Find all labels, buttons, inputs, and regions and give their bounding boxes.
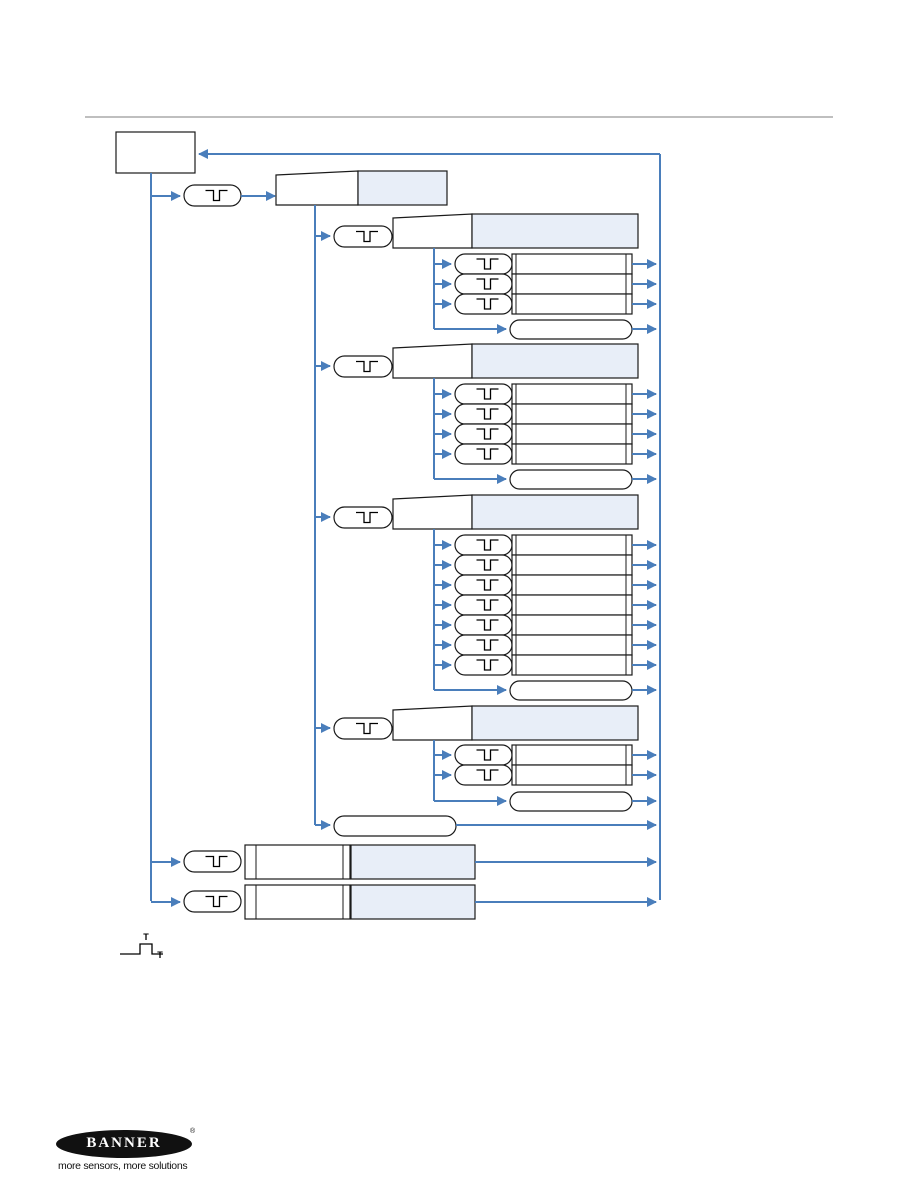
push-button-pill xyxy=(454,383,513,405)
menu-l1-label-area xyxy=(244,844,351,880)
legend-timing-label-top: T xyxy=(143,932,149,942)
button-pulse-icon xyxy=(476,639,499,651)
push-button-pill xyxy=(454,614,513,636)
button-pulse-icon xyxy=(356,511,378,524)
menu-l2-label-area xyxy=(392,705,473,741)
option-row xyxy=(511,574,633,596)
push-button-pill xyxy=(454,654,513,676)
option-row xyxy=(511,614,633,636)
option-row xyxy=(511,293,633,315)
option-row xyxy=(511,403,633,425)
button-pulse-icon xyxy=(476,749,499,761)
button-pulse-icon xyxy=(476,619,499,631)
push-button-pill xyxy=(333,225,393,248)
back-option-pill xyxy=(509,680,633,701)
push-button-pill xyxy=(454,574,513,596)
option-row xyxy=(511,534,633,556)
option-row xyxy=(511,764,633,786)
push-button-pill xyxy=(454,764,513,786)
banner-logo-wordmark: BANNER xyxy=(86,1135,162,1151)
menu-l1-display-area xyxy=(357,170,448,206)
menu-l2-label-area xyxy=(392,213,473,249)
push-button-pill xyxy=(454,634,513,656)
banner-logo-oval xyxy=(56,1130,192,1158)
menu-l2-display-area xyxy=(471,494,639,530)
menu-l2-label-area xyxy=(392,343,473,379)
button-pulse-icon xyxy=(476,258,499,270)
push-button-pill xyxy=(454,534,513,556)
button-pulse-icon xyxy=(476,298,499,310)
menu-l1-display-area xyxy=(350,884,476,920)
push-button-pill xyxy=(183,850,242,873)
exit-pill xyxy=(333,815,457,837)
button-pulse-icon xyxy=(476,769,499,781)
button-pulse-icon xyxy=(476,599,499,611)
menu-l1-display-area xyxy=(350,844,476,880)
push-button-pill xyxy=(454,594,513,616)
option-row xyxy=(511,253,633,275)
button-pulse-icon xyxy=(205,855,228,868)
push-button-pill xyxy=(454,273,513,295)
option-row xyxy=(511,554,633,576)
legend-timing-label-bottom: T xyxy=(157,950,163,960)
button-pulse-icon xyxy=(476,659,499,671)
push-button-pill xyxy=(183,184,242,207)
menu-l2-display-area xyxy=(471,343,639,379)
menu-l1-label-area xyxy=(275,170,359,206)
legend-pulse-icon xyxy=(120,943,163,955)
push-button-pill xyxy=(454,293,513,315)
push-button-pill xyxy=(333,717,393,740)
menu-l1-label-area xyxy=(244,884,351,920)
button-pulse-icon xyxy=(476,408,499,420)
button-pulse-icon xyxy=(205,895,228,908)
push-button-pill xyxy=(333,506,393,529)
button-pulse-icon xyxy=(356,360,378,373)
back-option-pill xyxy=(509,469,633,490)
menu-l2-display-area xyxy=(471,213,639,249)
option-row xyxy=(511,594,633,616)
button-pulse-icon xyxy=(476,448,499,460)
push-button-pill xyxy=(454,744,513,766)
option-row xyxy=(511,634,633,656)
option-row xyxy=(511,654,633,676)
back-option-pill xyxy=(509,319,633,340)
button-pulse-icon xyxy=(476,278,499,290)
banner-tagline: more sensors, more solutions xyxy=(58,1160,188,1172)
menu-l2-display-area xyxy=(471,705,639,741)
button-pulse-icon xyxy=(476,388,499,400)
back-option-pill xyxy=(509,791,633,812)
push-button-pill xyxy=(454,253,513,275)
banner-logo: BANNER ® more sensors, more solutions xyxy=(54,1128,204,1175)
option-row xyxy=(511,443,633,465)
button-pulse-icon xyxy=(476,428,499,440)
option-row xyxy=(511,383,633,405)
button-pulse-icon xyxy=(205,189,228,202)
push-button-pill xyxy=(454,403,513,425)
option-row xyxy=(511,744,633,766)
push-button-pill xyxy=(454,423,513,445)
button-pulse-icon xyxy=(356,230,378,243)
button-pulse-icon xyxy=(356,722,378,735)
main-display-box xyxy=(115,131,196,174)
button-pulse-icon xyxy=(476,539,499,551)
push-button-pill xyxy=(454,554,513,576)
button-pulse-icon xyxy=(476,559,499,571)
option-row xyxy=(511,423,633,445)
option-row xyxy=(511,273,633,295)
registered-mark: ® xyxy=(190,1128,196,1135)
push-button-pill xyxy=(454,443,513,465)
push-button-pill xyxy=(333,355,393,378)
menu-l2-label-area xyxy=(392,494,473,530)
button-pulse-icon xyxy=(476,579,499,591)
push-button-pill xyxy=(183,890,242,913)
